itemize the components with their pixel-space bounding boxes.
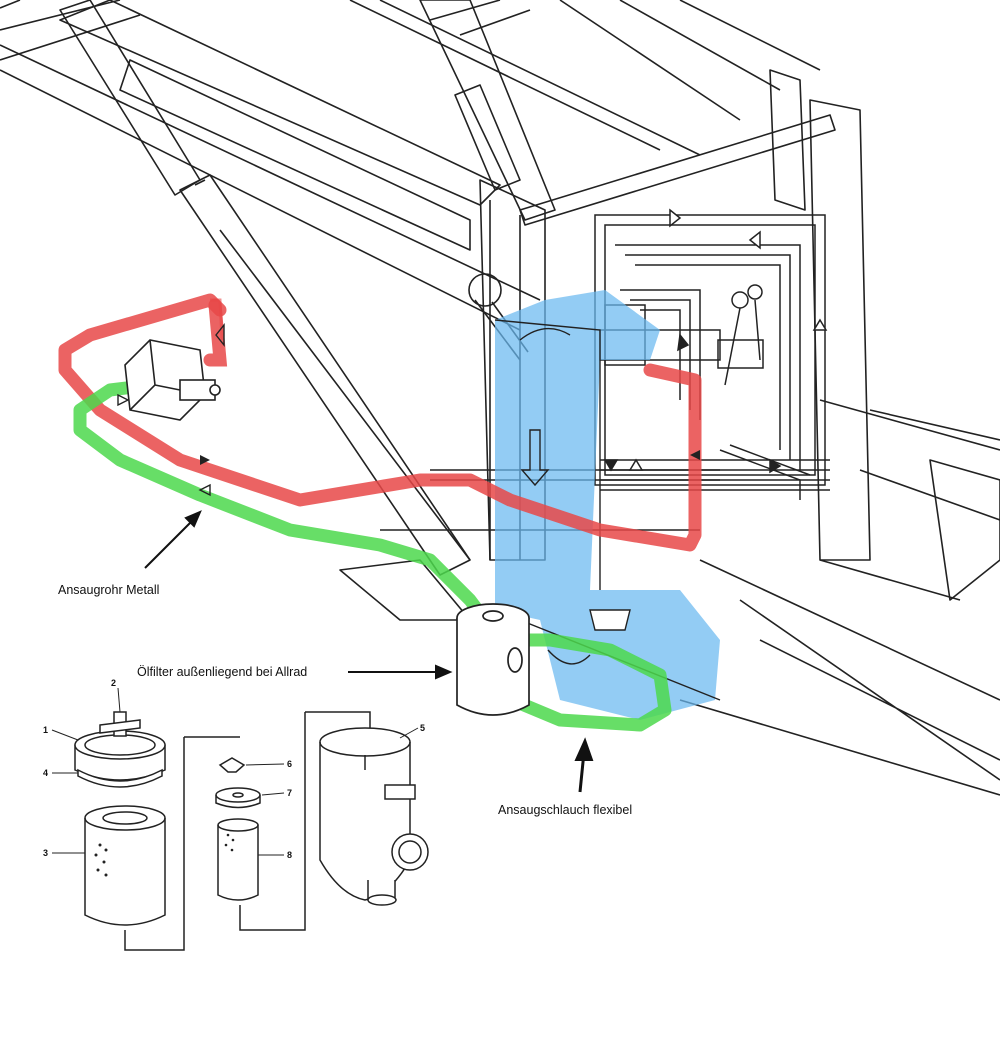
part-filter-housing xyxy=(319,742,411,901)
part-number-2: 2 xyxy=(111,678,116,688)
label-ansaugschlauch: Ansaugschlauch flexibel xyxy=(498,803,632,817)
part-number-6: 6 xyxy=(287,759,292,769)
hydraulic-pump xyxy=(124,339,221,421)
part-wing-nut xyxy=(218,757,246,773)
pressure-line xyxy=(58,293,702,552)
part-number-1: 1 xyxy=(43,725,48,735)
part-number-3: 3 xyxy=(43,848,48,858)
filter-exploded-view xyxy=(74,711,429,951)
callout-arrows xyxy=(144,510,594,793)
oil-reservoir xyxy=(494,290,721,720)
suction-line xyxy=(73,378,672,732)
part-inner-cartridge xyxy=(217,825,259,901)
part-number-4: 4 xyxy=(43,768,48,778)
part-numbers xyxy=(51,687,419,856)
part-seal-ring xyxy=(77,768,163,788)
perforation-dots xyxy=(94,833,235,877)
external-oil-filter xyxy=(456,603,530,716)
tractor-line-drawing xyxy=(0,0,1000,796)
part-number-7: 7 xyxy=(287,788,292,798)
part-filter-cartridge xyxy=(84,818,166,926)
label-ansaugrohr: Ansaugrohr Metall xyxy=(58,583,159,597)
part-number-5: 5 xyxy=(420,723,425,733)
flow-arrows xyxy=(117,323,700,497)
label-oelfilter: Ölfilter außenliegend bei Allrad xyxy=(137,665,307,679)
part-number-8: 8 xyxy=(287,850,292,860)
ram-upper xyxy=(59,0,201,196)
